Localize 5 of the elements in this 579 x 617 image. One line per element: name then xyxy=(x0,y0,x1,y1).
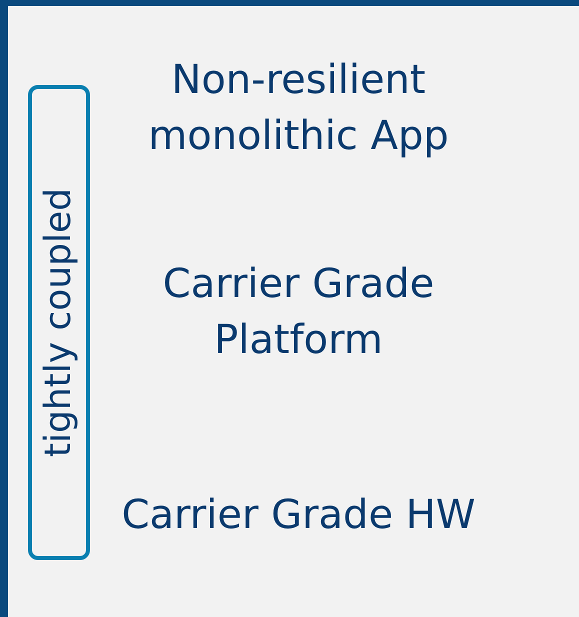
layer-label: Carrier Grade Platform xyxy=(162,260,436,364)
grouping-label: tightly coupled xyxy=(37,188,80,458)
layer-label: Non-resilient monolithic App xyxy=(147,56,450,161)
grouping-box xyxy=(28,85,90,560)
layer-label: Carrier Grade HW xyxy=(122,491,476,540)
